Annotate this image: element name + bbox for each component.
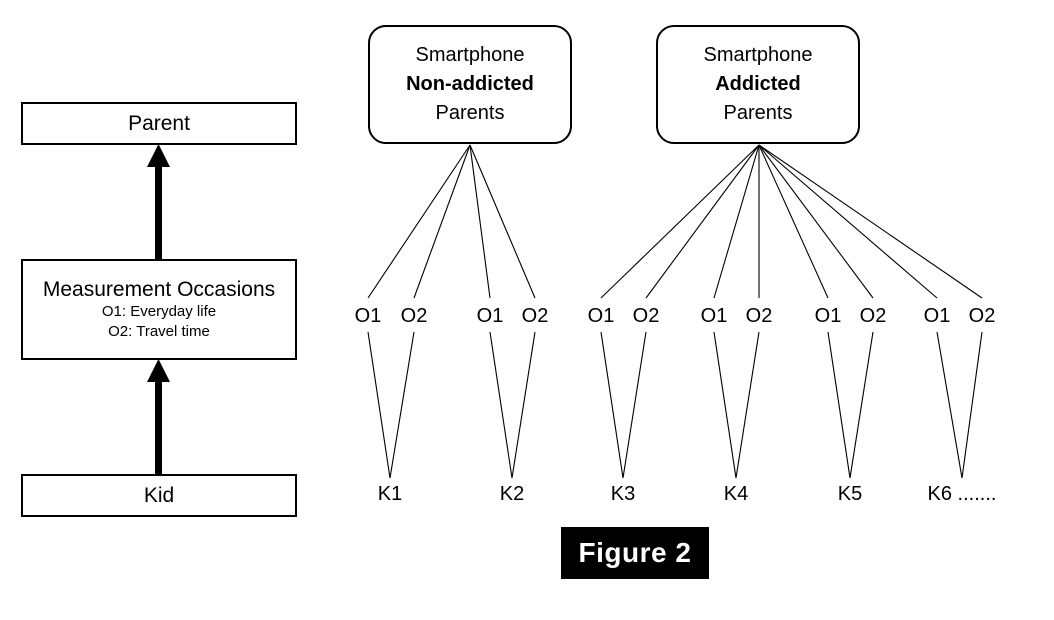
group-box-addicted-line-3: Parents <box>723 102 793 124</box>
v-line-k3-o1-to-K3 <box>600 331 624 479</box>
occasion-label-k5-o2: O2 <box>859 305 887 327</box>
concept-box-kid-title: Kid <box>143 483 175 507</box>
concept-box-parent: Parent <box>21 102 297 145</box>
kid-label-k5: K5 <box>837 483 863 505</box>
concept-box-measurement-occasions-subline-2: O2: Travel time <box>108 323 210 341</box>
figure-caption: Figure 2 <box>561 527 709 579</box>
occasion-label-k6-o1: O1 <box>923 305 951 327</box>
v-line-k1-o2-to-K1 <box>389 331 415 479</box>
concept-box-measurement-occasions-title: Measurement Occasions <box>42 277 276 301</box>
v-line-k6-o1-to-K6 <box>936 331 963 479</box>
occasion-label-k2-o2: O2 <box>521 305 549 327</box>
fan-line-smartphone-addicted-parents-to-k6-o2 <box>758 144 983 299</box>
concept-box-parent-title: Parent <box>128 111 190 135</box>
group-box-non-addicted-line-2: Non-addicted <box>406 73 534 95</box>
group-box-non-addicted-parents: Smartphone Non-addicted Parents <box>368 25 572 144</box>
kid-label-k6: K6 ....... <box>927 483 997 505</box>
occasion-label-k1-o1: O1 <box>354 305 382 327</box>
arrow-measurement-to-parent-icon <box>147 144 170 259</box>
occasion-label-k5-o1: O1 <box>814 305 842 327</box>
fan-line-smartphone-non-addicted-parents-to-k2-o2 <box>469 144 536 299</box>
group-box-addicted-line-2: Addicted <box>715 73 801 95</box>
fan-line-smartphone-non-addicted-parents-to-k1-o1 <box>367 144 471 299</box>
fan-line-smartphone-non-addicted-parents-to-k1-o2 <box>413 144 471 299</box>
tree-connector-lines <box>367 144 983 479</box>
group-box-non-addicted-line-3: Parents <box>435 102 505 124</box>
v-line-k4-o2-to-K4 <box>735 331 760 479</box>
kid-label-k1: K1 <box>377 483 403 505</box>
occasion-label-k2-o1: O1 <box>476 305 504 327</box>
kid-label-k4: K4 <box>723 483 749 505</box>
v-line-k5-o2-to-K5 <box>849 331 874 479</box>
fan-line-smartphone-addicted-parents-to-k4-o1 <box>713 144 760 299</box>
occasion-label-k3-o2: O2 <box>632 305 660 327</box>
v-line-k2-o1-to-K2 <box>489 331 513 479</box>
v-line-k3-o2-to-K3 <box>622 331 647 479</box>
fan-line-smartphone-addicted-parents-to-k3-o2 <box>645 144 760 299</box>
v-line-k6-o2-to-K6 <box>961 331 983 479</box>
arrow-kid-to-measurement-icon <box>147 359 170 474</box>
fan-line-smartphone-non-addicted-parents-to-k2-o1 <box>469 144 491 299</box>
occasion-label-k1-o2: O2 <box>400 305 428 327</box>
occasion-label-k4-o1: O1 <box>700 305 728 327</box>
v-line-k5-o1-to-K5 <box>827 331 851 479</box>
fan-line-smartphone-addicted-parents-to-k5-o2 <box>758 144 874 299</box>
fan-line-smartphone-addicted-parents-to-k5-o1 <box>758 144 829 299</box>
group-box-addicted-parents: Smartphone Addicted Parents <box>656 25 860 144</box>
fan-line-smartphone-addicted-parents-to-k6-o1 <box>758 144 938 299</box>
v-line-k2-o2-to-K2 <box>511 331 536 479</box>
occasion-label-k4-o2: O2 <box>745 305 773 327</box>
fan-line-smartphone-addicted-parents-to-k3-o1 <box>600 144 760 299</box>
v-line-k1-o1-to-K1 <box>367 331 391 479</box>
concept-box-kid: Kid <box>21 474 297 517</box>
concept-box-measurement-occasions: Measurement Occasions O1: Everyday life … <box>21 259 297 360</box>
group-box-non-addicted-line-1: Smartphone <box>415 44 525 66</box>
occasion-label-k6-o2: O2 <box>968 305 996 327</box>
concept-box-measurement-occasions-subline-1: O1: Everyday life <box>101 302 217 320</box>
kid-label-k3: K3 <box>610 483 636 505</box>
occasion-label-k3-o1: O1 <box>587 305 615 327</box>
kid-label-k2: K2 <box>499 483 525 505</box>
group-box-addicted-line-1: Smartphone <box>703 44 813 66</box>
v-line-k4-o1-to-K4 <box>713 331 737 479</box>
